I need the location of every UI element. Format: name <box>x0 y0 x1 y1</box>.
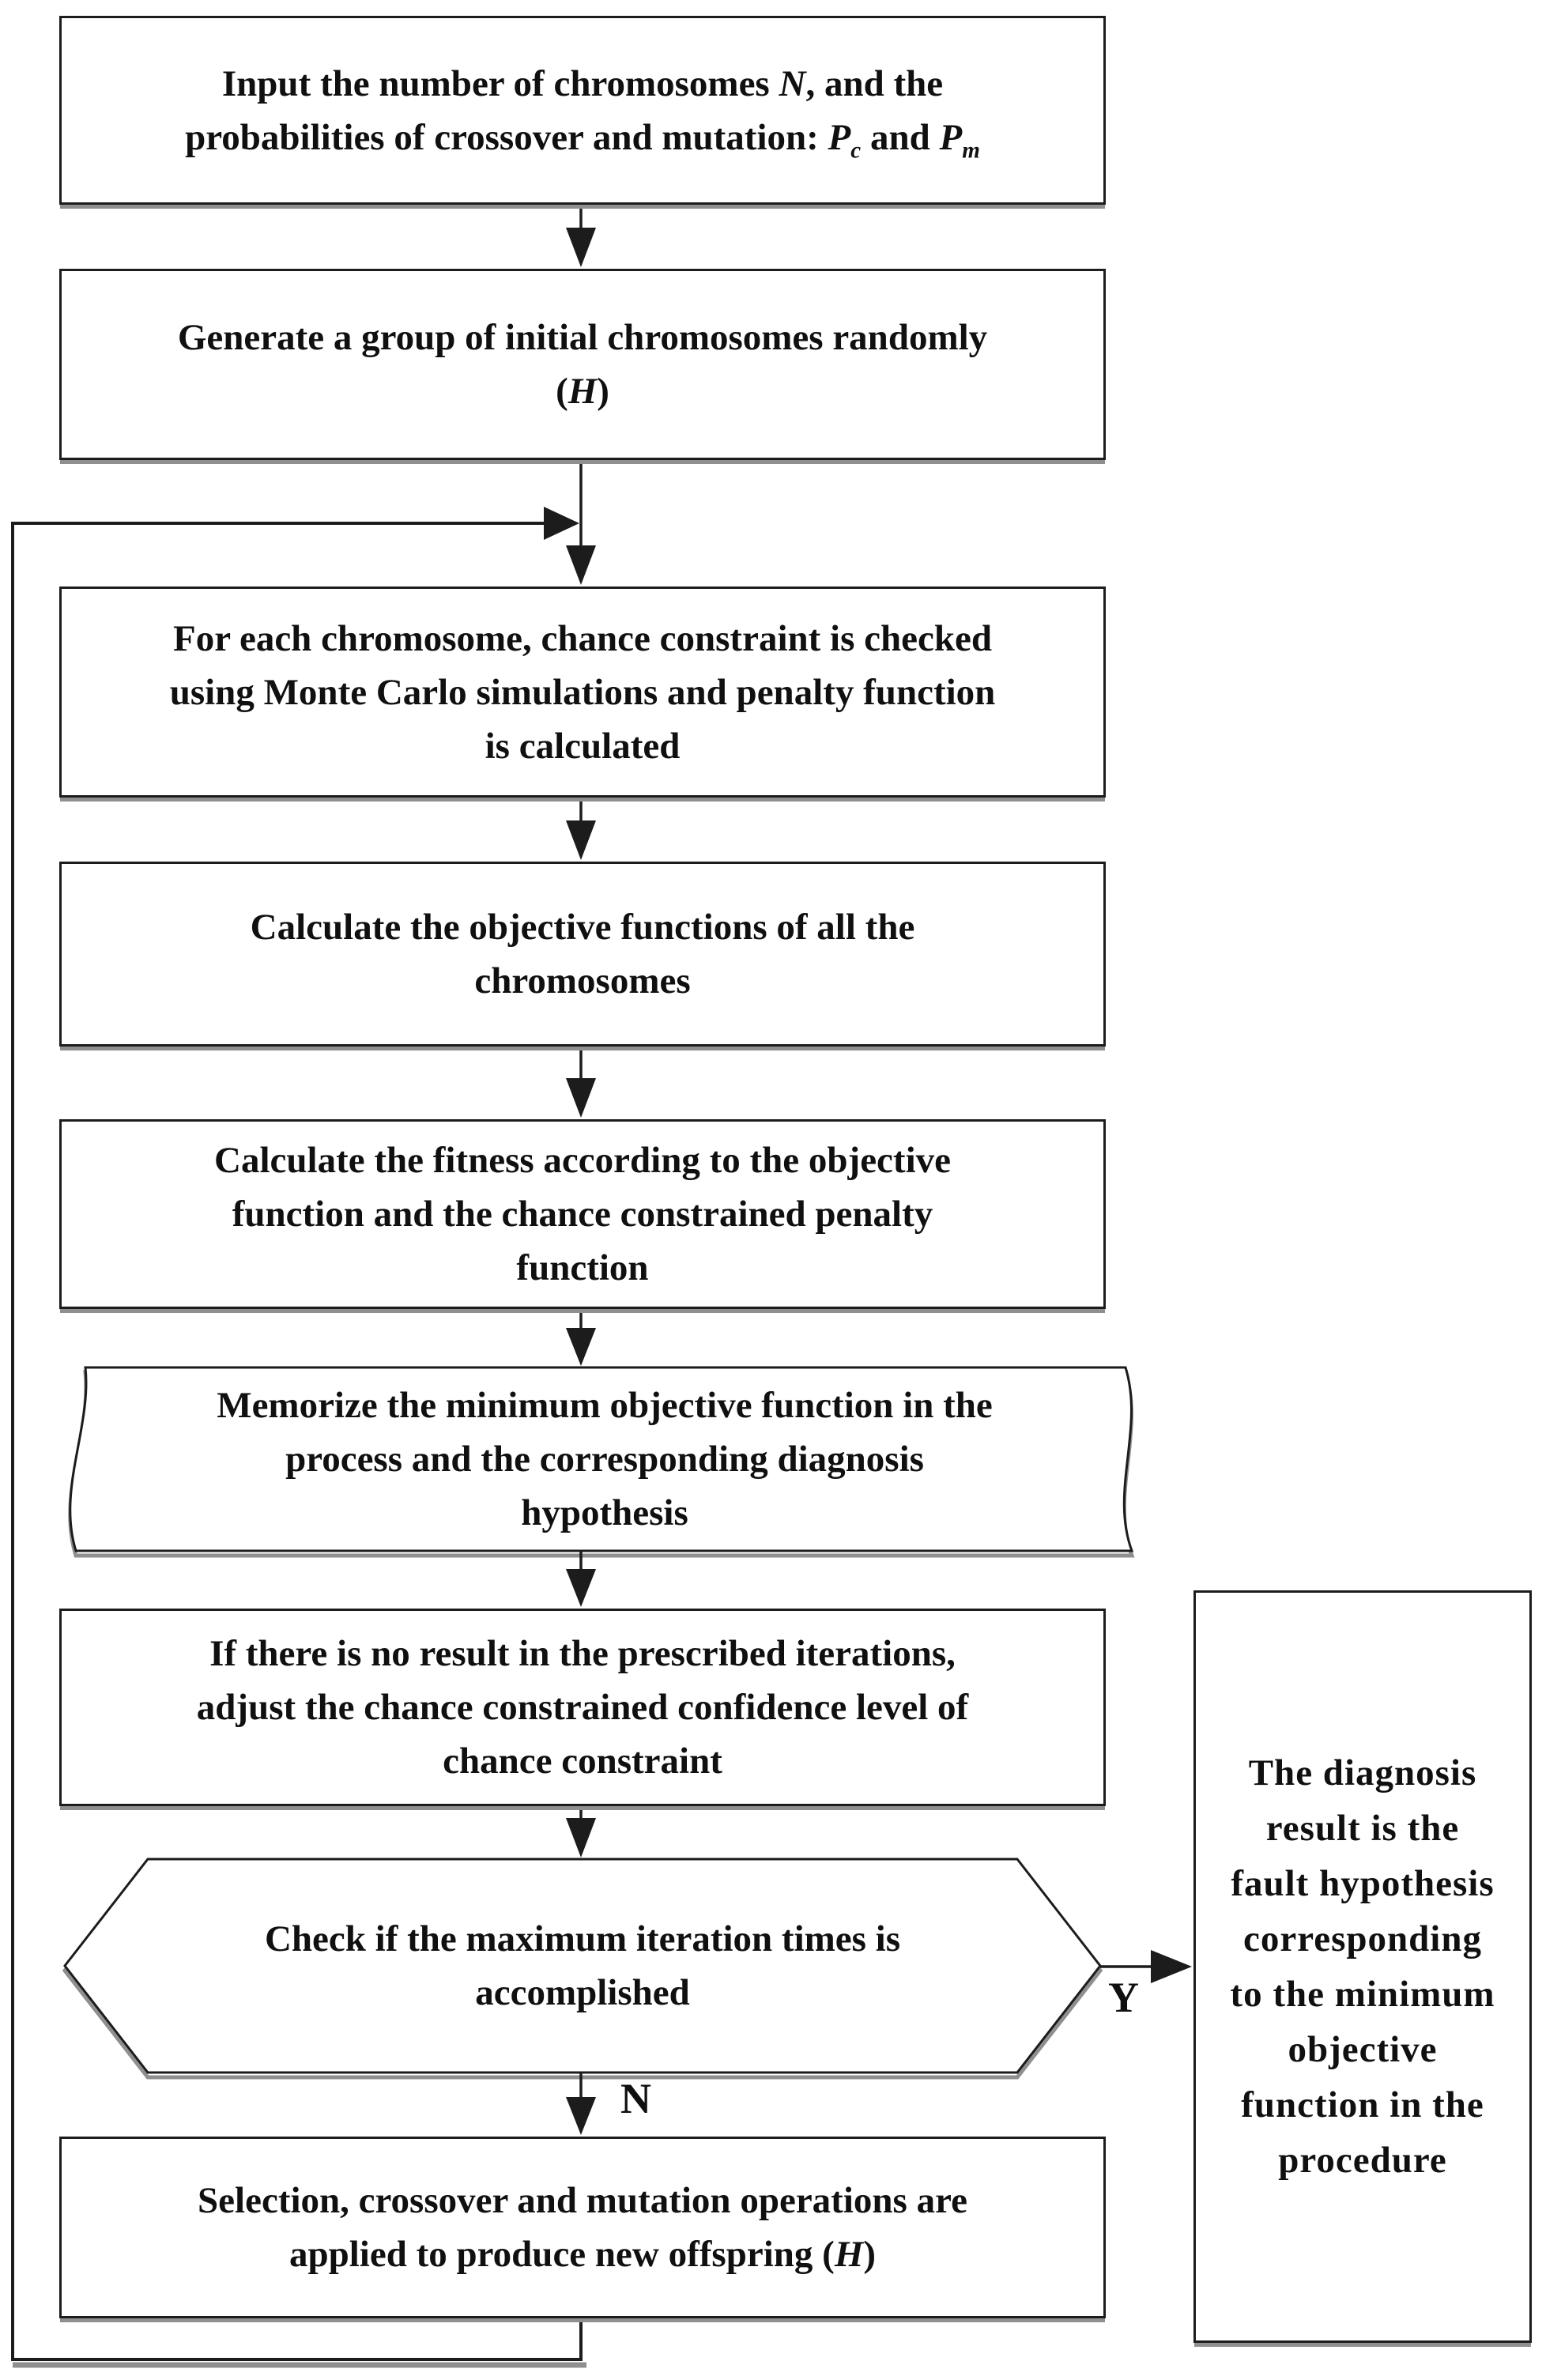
arrowhead-check-to-objective-icon <box>566 820 596 860</box>
node-input-parameters: Input the number of chromosomes N, and t… <box>59 16 1106 205</box>
node-generate-chromosomes: Generate a group of initial chromosomes … <box>59 269 1106 460</box>
arrowheads <box>566 228 1192 2135</box>
arrowhead-decision-yes-icon <box>1151 1950 1192 1983</box>
arrowhead-adjust-to-decision-icon <box>566 1818 596 1858</box>
node-adjust-confidence-level: If there is no result in the prescribed … <box>59 1609 1106 1806</box>
node-selection-crossover-mutation: Selection, crossover and mutation operat… <box>59 2137 1106 2318</box>
arrowhead-decision-no-icon <box>566 2097 596 2135</box>
feedback-arrowhead-icon <box>544 507 579 540</box>
arrowhead-input-to-generate-icon <box>566 228 596 267</box>
decision-hexagon <box>63 1858 1102 2074</box>
arrowhead-fitness-to-memorize-icon <box>566 1328 596 1366</box>
node-fitness-calculation: Calculate the fitness according to the o… <box>59 1119 1106 1309</box>
vertical-connectors <box>579 204 1152 2099</box>
label-no-branch: N <box>620 2075 651 2122</box>
label-yes-branch: Y <box>1108 1974 1139 2021</box>
feedback-loop-line <box>11 522 583 2361</box>
node-objective-functions: Calculate the objective functions of all… <box>59 862 1106 1047</box>
arrowhead-objective-to-fitness-icon <box>566 1078 596 1118</box>
node-memorize-minimum: Memorize the minimum objective function … <box>217 1385 993 1533</box>
arrowhead-memorize-to-adjust-icon <box>566 1569 596 1607</box>
arrowhead-generate-to-check-icon <box>566 545 596 585</box>
memorize-shape <box>69 1366 1134 1552</box>
node-chance-constraint-check: For each chromosome, chance constraint i… <box>59 587 1106 798</box>
